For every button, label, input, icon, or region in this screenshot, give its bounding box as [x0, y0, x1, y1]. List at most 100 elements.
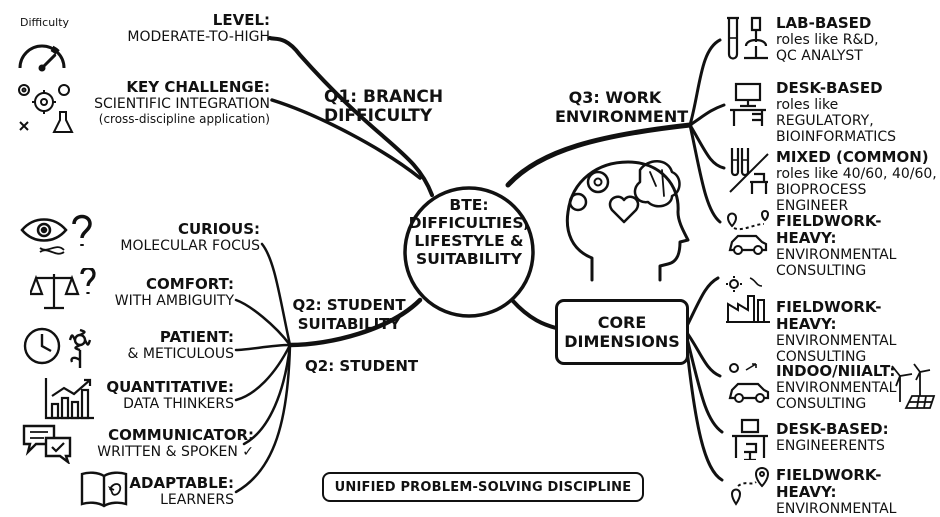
core-item-line2: CONSULTING: [776, 349, 867, 365]
eye-dna-question-icon: [20, 212, 96, 260]
env-line2: BIOPROCESS ENGINEER: [776, 182, 867, 214]
q2-connector-comfort: [234, 298, 292, 347]
core-dimensions-box: CORE DIMENSIONS: [555, 299, 689, 365]
trait-value: DATA THINKERS: [123, 396, 234, 412]
trait-value: & METICULOUS: [127, 346, 234, 362]
head-brain-gears-icon: [565, 160, 690, 282]
difficulty-icon-label: Difficulty: [20, 16, 70, 29]
difficulty-gauge-icon: Difficulty: [12, 16, 72, 80]
env-line1: roles like REGULATORY,: [776, 97, 874, 129]
core-item-line1: ENGINEERENTS: [776, 438, 885, 454]
branch-q2-student-label: Q2: STUDENT: [305, 357, 419, 375]
branch-q3-line1: Q3: WORK: [568, 88, 662, 107]
q2-connector-main: [287, 297, 423, 348]
q3-connector-field: [688, 123, 722, 224]
q2-trait-adaptable: ADAPTABLE: LEARNERS: [100, 475, 234, 509]
env-line2: CONSULTING: [776, 263, 867, 279]
trait-value: LEARNERS: [160, 492, 234, 508]
core-item-fieldwork: FIELDWORK-HEAVY: ENVIRONMENTAL CONSULTIN…: [776, 299, 938, 366]
q3-connector-main: [505, 122, 693, 188]
open-book-icon: [80, 470, 128, 508]
q2-connector-curious: [260, 242, 292, 347]
trait-value: WITH AMBIGUITY: [114, 293, 234, 309]
q2-trait-quantitative: QUANTITATIVE: DATA THINKERS: [68, 378, 234, 413]
unified-discipline-label: UNIFIED PROBLEM-SOLVING DISCIPLINE: [334, 479, 632, 495]
q3-env-fieldwork: FIELDWORK-HEAVY: ENVIRONMENTAL CONSULTIN…: [776, 212, 938, 280]
core-item-line2: CONSULTING: [776, 396, 867, 412]
core-connector-3: [683, 328, 724, 434]
q3-connector-desk: [688, 103, 726, 127]
q2-trait-patient: PATIENT: & METICULOUS: [68, 328, 234, 363]
desk-chair-icon: [730, 418, 770, 460]
branch-q3-line2: ENVIRONMENT: [555, 107, 689, 126]
q3-env-desk: DESK-BASED roles like REGULATORY, BIOINF…: [776, 79, 936, 146]
car-route-icon: [722, 210, 772, 258]
trait-title: PATIENT:: [159, 328, 234, 346]
core-label-line1: CORE: [597, 313, 647, 332]
q1-connector-challenge: [270, 98, 422, 180]
test-tubes-microscope-icon: [726, 14, 770, 64]
center-title-line3: LIFESTYLE &: [414, 232, 524, 250]
q1-challenge-title: KEY CHALLENGE:: [126, 78, 270, 96]
center-title-line4: SUITABILITY: [416, 250, 522, 268]
branch-q2-label: Q2: STUDENT SUITABILITY: [288, 296, 410, 334]
env-line2: QC ANALYST: [776, 48, 863, 64]
core-item-title: DESK-BASED:: [776, 420, 889, 438]
branch-q1-line1: Q1: BRANCH: [324, 87, 444, 107]
core-item-indoor: INDOO/NIIALT: ENVIRONMENTAL CONSULTING: [776, 362, 900, 413]
core-item-line1: ENVIRONMENTAL: [776, 333, 897, 349]
q2-connector-communicator: [242, 343, 292, 446]
env-title: MIXED (COMMON): [776, 148, 929, 166]
q2-trait-communicator: COMMUNICATOR: WRITTEN & SPOKEN ✓: [58, 426, 254, 461]
env-title: LAB-BASED: [776, 14, 872, 32]
q3-connector-lab: [688, 38, 722, 127]
wind-solar-icon: [884, 362, 936, 410]
q2-connector-quant: [234, 343, 292, 402]
bar-chart-icon: [44, 376, 96, 420]
chat-bubbles-icon: [22, 424, 72, 464]
core-item-line1: ENVIRONMENTAL: [776, 501, 897, 517]
scales-question-icon: [30, 268, 100, 312]
q1-challenge-note: (cross-discipline application): [98, 112, 270, 126]
q1-challenge-value: SCIENTIFIC INTEGRATION: [94, 96, 270, 112]
core-item-title: INDOO/NIIALT:: [776, 362, 896, 380]
env-title: DESK-BASED: [776, 79, 883, 97]
q2-trait-curious: CURIOUS: MOLECULAR FOCUS: [98, 221, 260, 255]
q2-trait-comfort: COMFORT: WITH AMBIGUITY: [68, 275, 234, 310]
env-line1: roles like R&D,: [776, 32, 879, 48]
map-pin-route-icon: [726, 464, 772, 508]
car-gear-icon: [726, 362, 772, 406]
factory-sun-icon: [726, 276, 772, 324]
trait-title: COMFORT:: [146, 275, 234, 293]
core-connector-4: [683, 328, 724, 482]
branch-q2-line1: Q2: STUDENT: [292, 296, 406, 314]
env-line1: roles like 40/60, 40/60,: [776, 166, 937, 182]
q3-env-mixed: MIXED (COMMON) roles like 40/60, 40/60, …: [776, 148, 938, 215]
core-label-line2: DIMENSIONS: [564, 332, 680, 351]
q1-level-title: LEVEL:: [212, 11, 270, 29]
q2-connector-patient: [234, 343, 292, 352]
center-circle: [403, 186, 535, 318]
center-title-line2: DIFFICULTIES,: [408, 214, 530, 232]
branch-q3-label: Q3: WORK ENVIRONMENT: [555, 88, 689, 126]
core-item-desk: DESK-BASED: ENGINEERENTS: [776, 420, 938, 455]
q1-level-value: MODERATE-TO-HIGH: [127, 29, 270, 45]
trait-title: COMMUNICATOR:: [108, 426, 254, 444]
clock-flower-icon: [22, 326, 96, 370]
env-title: FIELDWORK-HEAVY:: [776, 212, 882, 247]
trait-value: WRITTEN & SPOKEN ✓: [97, 444, 254, 460]
branch-q1-label: Q1: BRANCH DIFFICULTY: [324, 88, 443, 126]
branch-q1-line2: DIFFICULTY: [324, 106, 433, 126]
q1-connector-level: [268, 36, 434, 197]
center-title: BTE: DIFFICULTIES, LIFESTYLE & SUITABILI…: [408, 196, 530, 268]
q3-connector-mixed: [688, 123, 726, 170]
trait-title: QUANTITATIVE:: [106, 378, 234, 396]
tubes-desk-icon: [728, 146, 770, 194]
unified-discipline-banner: UNIFIED PROBLEM-SOLVING DISCIPLINE: [322, 472, 644, 502]
core-connector-1: [683, 276, 720, 332]
core-item-title: FIELDWORK-HEAVY:: [776, 466, 882, 501]
gears-flask-icon: [14, 80, 76, 136]
center-title-line1: BTE:: [449, 196, 489, 214]
q1-challenge-item: KEY CHALLENGE: SCIENTIFIC INTEGRATION (c…: [60, 78, 270, 127]
